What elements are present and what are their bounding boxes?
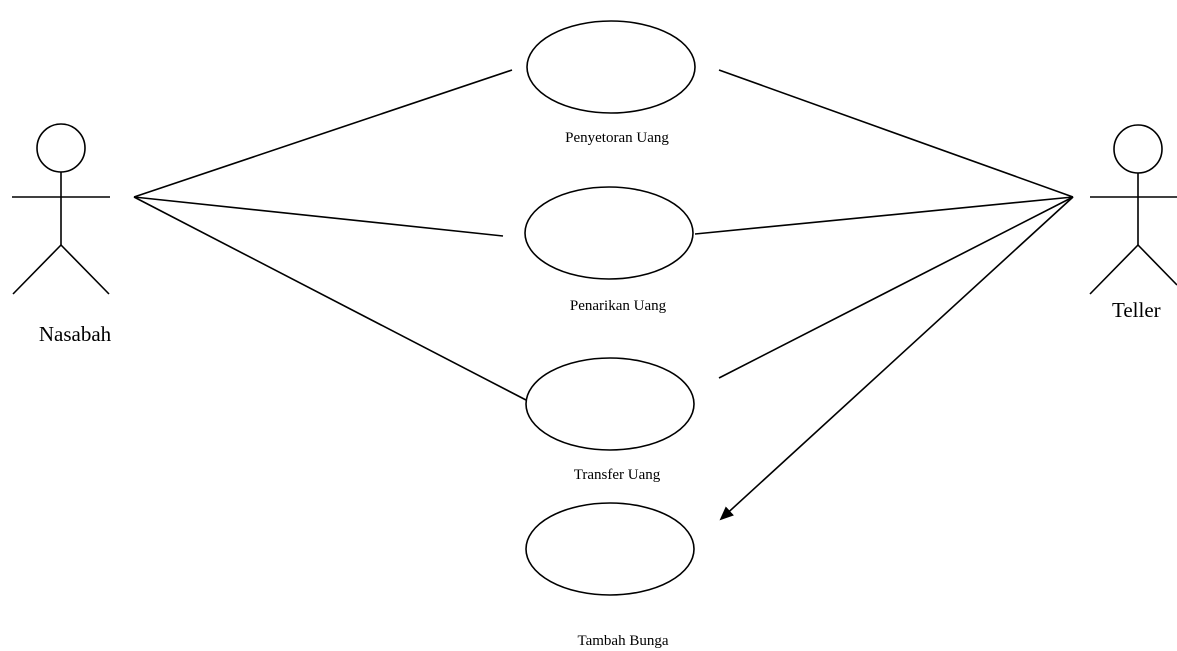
association-teller-penarikan [694,196,1074,235]
use-case-ellipse [525,502,695,596]
use-case-label: Penarikan Uang [570,298,667,314]
association-nasabah-penyetoran [133,69,513,198]
association-teller-transfer [718,196,1074,379]
use-case-ellipse [525,357,695,451]
use-case-penarikan: Penarikan Uang [524,186,694,314]
use-case-bunga: Tambah Bunga [525,502,695,649]
use-case-label: Transfer Uang [574,467,661,483]
use-case-transfer: Transfer Uang [525,357,695,483]
actor-label: Teller [1112,298,1161,322]
association-teller-penyetoran [718,69,1074,198]
use-case-label: Tambah Bunga [577,633,668,649]
use-case-penyetoran: Penyetoran Uang [526,20,696,146]
actor-nasabah: Nasabah [12,123,112,346]
use-case-ellipse [526,20,696,114]
stick-figure-icon [12,123,110,295]
association-teller-bunga-arrow [719,196,1074,521]
actor-label: Nasabah [39,322,112,346]
association-nasabah-transfer [133,196,527,401]
associations [133,69,1074,521]
actor-teller: Teller [1089,124,1177,322]
association-nasabah-penarikan [133,196,504,237]
stick-figure-icon [1089,124,1177,295]
use-case-ellipse [524,186,694,280]
use-case-label: Penyetoran Uang [565,130,669,146]
